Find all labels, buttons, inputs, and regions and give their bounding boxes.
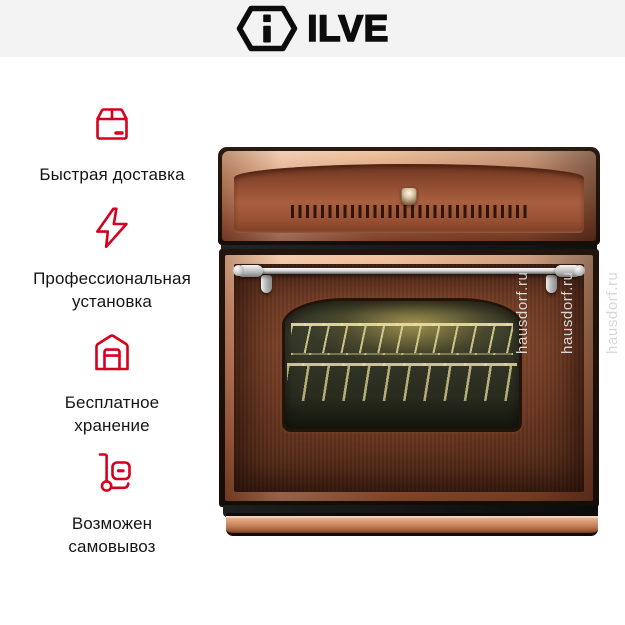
header-band: ILVE [0,0,625,57]
watermark-text: hausdorf.ru [604,271,621,354]
warehouse-icon [88,328,136,376]
oven-window-floor-shadow [285,397,519,429]
feature-label: установка [72,292,152,311]
oven-rack-lower [287,363,517,401]
oven-handle-post-left [261,275,272,293]
oven-door-window [282,298,522,432]
oven-vent-slots [291,205,527,218]
oven-handle-bracket-left [233,265,263,277]
oven-handle-post-right [546,275,557,293]
feature-label: самовывоз [68,537,156,556]
oven-handle-bracket-right [555,265,585,277]
feature-free-storage: Бесплатное хранение [22,328,202,437]
oven-panel-knob [401,188,417,205]
oven-control-panel [218,147,600,245]
oven-kick-plate [226,513,598,536]
oven-door-face [233,264,585,492]
watermark-strip: hausdorf.ru hausdorf.ru hausdorf.ru haus… [514,0,624,625]
hand-truck-icon [88,449,136,497]
feature-label: Возможен [71,514,153,533]
feature-fast-delivery: Быстрая доставка [22,100,202,186]
brand-name: ILVE [306,8,389,49]
feature-professional-installation: Профессиональная установка [22,204,202,313]
feature-pickup-available: Возможен самовывоз [22,449,202,558]
feature-label: Бесплатное [64,393,160,412]
oven-handle-bar [244,268,574,274]
oven-panel-door-gap [221,245,597,250]
oven-rack-upper [291,323,513,355]
lightning-icon [88,204,136,252]
ilve-hexagon-i-icon [236,5,298,52]
feature-label: хранение [74,416,150,435]
oven-door [219,249,599,507]
feature-label: Быстрая доставка [39,165,185,184]
feature-label: Профессиональная [33,269,191,288]
product-image-oven [218,147,600,539]
package-icon [88,100,136,148]
